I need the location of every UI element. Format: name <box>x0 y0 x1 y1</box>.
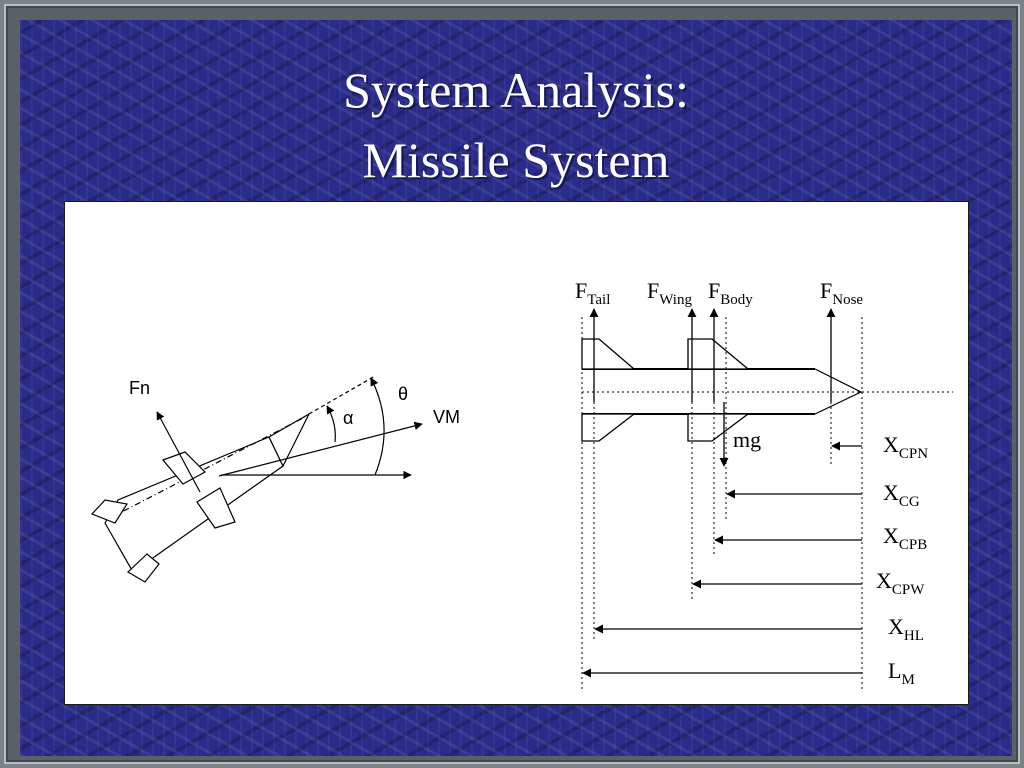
theta-label: θ <box>398 384 408 404</box>
slide-frame: System Analysis: Missile System <box>4 4 1020 764</box>
distance-xhl-label: XHL <box>888 614 924 644</box>
slide: System Analysis: Missile System <box>20 20 1012 756</box>
missile-side-view <box>581 338 863 442</box>
weight-label: mg <box>733 427 761 452</box>
force-tail-label: FTail <box>575 278 610 308</box>
alpha-label: α <box>343 408 353 428</box>
reference-lines <box>581 317 863 690</box>
slide-title-line-1: System Analysis: <box>343 62 689 118</box>
missile-attitude-diagram <box>90 375 423 583</box>
velocity-label: VM <box>433 407 460 427</box>
force-body-label: FBody <box>708 278 753 308</box>
force-wing-label: FWing <box>647 278 692 308</box>
distance-lm-label: LM <box>888 658 915 688</box>
slide-title-line-2: Missile System <box>362 132 670 188</box>
missile-body-outline <box>90 412 311 583</box>
normal-force-arrow <box>156 411 201 493</box>
velocity-arrow <box>218 421 423 477</box>
alpha-arc <box>326 405 336 443</box>
force-moment-diagram <box>581 308 953 690</box>
theta-arc <box>370 377 385 476</box>
diagram-svg: Fn α θ VM <box>90 278 953 690</box>
force-nose-label: FNose <box>820 278 863 308</box>
distance-xcpb-label: XCPB <box>883 523 927 553</box>
body-axis-extension <box>308 375 376 415</box>
distance-xcpw-label: XCPW <box>876 568 925 598</box>
distance-xcg-label: XCG <box>883 480 920 510</box>
normal-force-label: Fn <box>129 378 150 398</box>
distance-xcpn-label: XCPN <box>883 432 928 462</box>
diagram-panel: Fn α θ VM <box>64 201 969 705</box>
